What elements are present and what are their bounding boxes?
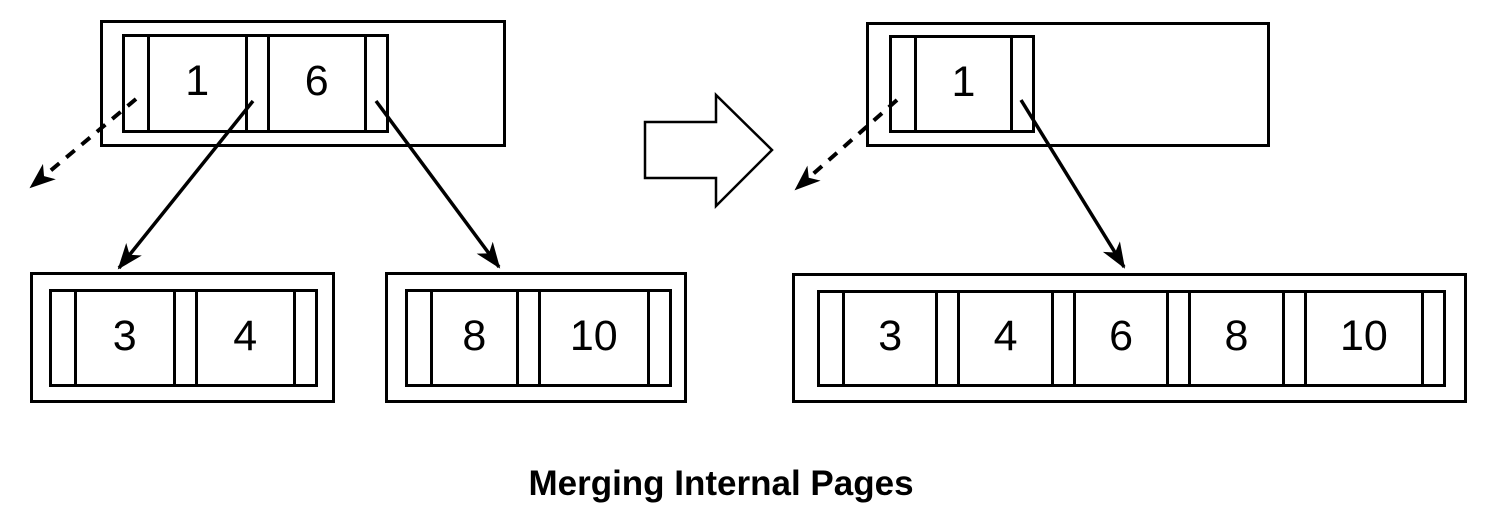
key-cell: 1 [147, 37, 245, 130]
pointer-slot [1010, 38, 1032, 130]
key-cell: 10 [537, 292, 647, 384]
pointer-slot [1281, 293, 1304, 384]
after-root-record-strip: 1 [889, 35, 1035, 133]
key-cell: 8 [1188, 293, 1281, 384]
key-cell: 10 [1303, 293, 1421, 384]
before-child-left-record-strip: 3 4 [49, 289, 318, 387]
pointer-slot [125, 37, 147, 130]
before-child-page-right: 8 10 [385, 272, 687, 403]
before-child-right-record-strip: 8 10 [405, 289, 672, 387]
pointer-slot [1421, 293, 1443, 384]
pointer-slot [1050, 293, 1073, 384]
pointer-slot [408, 292, 430, 384]
pointer-slot [892, 38, 914, 130]
before-root-record-strip: 1 6 [122, 34, 389, 133]
key-cell: 3 [74, 292, 173, 384]
pointer-slot [1166, 293, 1188, 384]
key-cell: 4 [957, 293, 1050, 384]
key-cell: 6 [266, 37, 365, 130]
after-merged-child-page: 3 4 6 8 10 [792, 273, 1467, 403]
block-arrow-right-icon [643, 92, 774, 210]
diagram-caption: Merging Internal Pages [528, 464, 914, 503]
after-root-page: 1 [866, 22, 1270, 147]
pointer-slot [364, 37, 386, 130]
after-merged-record-strip: 3 4 6 8 10 [817, 290, 1446, 387]
before-child-page-left: 3 4 [30, 272, 335, 403]
key-cell: 6 [1072, 293, 1166, 384]
pointer-slot [935, 293, 957, 384]
pointer-slot [172, 292, 195, 384]
key-cell: 8 [430, 292, 516, 384]
key-cell: 4 [194, 292, 294, 384]
before-root-page: 1 6 [100, 20, 506, 147]
pointer-slot [244, 37, 267, 130]
pointer-slot [820, 293, 842, 384]
key-cell: 3 [842, 293, 935, 384]
pointer-slot [52, 292, 74, 384]
key-cell: 1 [914, 38, 1010, 130]
pointer-slot [293, 292, 315, 384]
pointer-slot [515, 292, 538, 384]
pointer-slot [647, 292, 669, 384]
